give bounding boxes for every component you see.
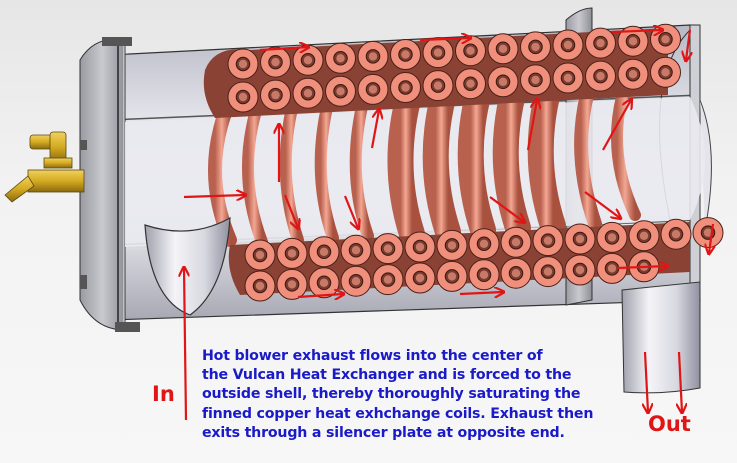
arrow-icon bbox=[526, 100, 537, 151]
outlet-label: Out bbox=[648, 412, 691, 436]
arrow-icon bbox=[370, 110, 379, 149]
caption-line: outside shell, thereby thoroughly satura… bbox=[202, 386, 581, 403]
arrow-icon bbox=[611, 30, 662, 32]
arrow-icon bbox=[419, 38, 470, 40]
arrow-icon bbox=[584, 191, 620, 218]
arrow-icon bbox=[459, 292, 503, 294]
caption-line: Hot blower exhaust flows into the center… bbox=[202, 348, 543, 364]
arrow-icon bbox=[686, 29, 690, 60]
caption-line: finned copper heat exhchange coils. Exha… bbox=[202, 405, 594, 422]
caption-line: the Vulcan Heat Exchanger and is forced … bbox=[202, 367, 572, 384]
arrow-icon bbox=[297, 294, 343, 297]
arrow-icon bbox=[645, 351, 648, 412]
arrow-icon bbox=[259, 47, 308, 50]
arrow-icon bbox=[184, 268, 186, 421]
brass-valve-fitting bbox=[4, 131, 85, 203]
description-caption: Hot blower exhaust flows into the center… bbox=[202, 347, 632, 443]
arrow-icon bbox=[602, 100, 631, 151]
inlet-label: In bbox=[152, 382, 175, 406]
arrow-icon bbox=[679, 351, 682, 412]
arrow-icon bbox=[617, 266, 667, 268]
arrow-icon bbox=[183, 195, 245, 197]
arrow-icon bbox=[709, 223, 713, 253]
bolt-icon bbox=[80, 140, 87, 150]
end-flange bbox=[79, 37, 140, 332]
bolt-icon bbox=[115, 322, 140, 332]
bolt-icon bbox=[102, 37, 132, 46]
arrow-icon bbox=[489, 196, 524, 222]
flow-arrows bbox=[183, 29, 713, 421]
caption-line: exits through a silencer plate at opposi… bbox=[202, 424, 565, 441]
outlet-pipe bbox=[621, 281, 701, 394]
arrow-icon bbox=[343, 195, 358, 228]
arrow-icon bbox=[283, 194, 298, 228]
bolt-icon bbox=[80, 275, 87, 289]
bottom-coil-rings bbox=[228, 217, 724, 302]
